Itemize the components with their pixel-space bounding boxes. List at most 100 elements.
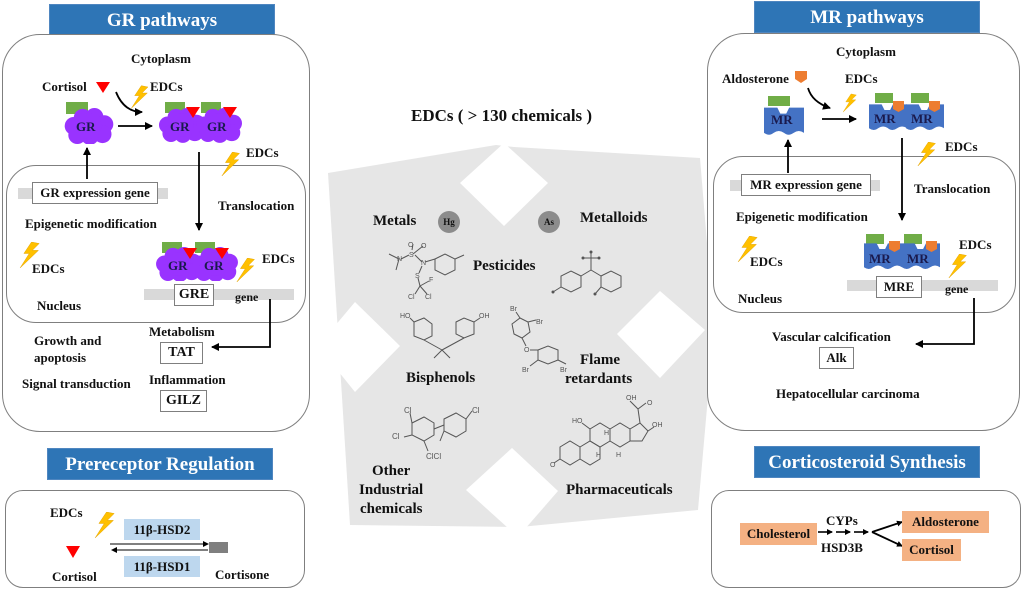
mr-gene-output-arrow — [915, 298, 975, 348]
alk-box: Alk — [819, 347, 854, 369]
tat-box: TAT — [160, 342, 203, 364]
mr-translocation-label: Translocation — [914, 181, 991, 196]
svg-text:H: H — [616, 452, 621, 459]
mr-cytoplasm-label: Cytoplasm — [836, 44, 896, 59]
prereceptor-title: Prereceptor Regulation — [47, 448, 273, 480]
cofactor-icon — [201, 102, 221, 113]
svg-text:OH: OH — [626, 395, 637, 402]
mr-hepatocellular-label: Hepatocellular carcinoma — [776, 386, 920, 401]
gr-epigenetic-label: Epigenetic modification — [25, 216, 157, 231]
aldosterone-pentagon-icon — [893, 101, 904, 112]
edc-bolt-icon — [917, 142, 936, 166]
aldosterone-pentagon-icon — [929, 101, 940, 112]
aldosterone-box: Aldosterone — [902, 511, 989, 533]
gr-translocation-label: Translocation — [218, 198, 295, 213]
hsd2-enzyme-label: 11β-HSD2 — [124, 519, 200, 540]
flame-retardants-label-line2: retardants — [565, 371, 633, 387]
metalloid-pesticide-structure-icon — [551, 250, 622, 296]
svg-text:Br: Br — [536, 319, 544, 326]
gr-cortisol-label: Cortisol — [42, 79, 87, 94]
cofactor-icon — [195, 242, 215, 253]
gr-growth-label-line2: apoptosis — [34, 350, 87, 365]
svg-text:Br: Br — [560, 367, 568, 374]
other-industrial-label-line1: Other — [372, 463, 411, 479]
hsd1-enzyme-label: 11β-HSD1 — [124, 556, 200, 577]
cyps-label: CYPs — [826, 513, 858, 528]
gr-signal-label: Signal transduction — [22, 376, 131, 391]
as-element-icon: As — [538, 211, 560, 233]
gr-gene-label: gene — [235, 290, 259, 304]
mr-label: MR — [911, 111, 933, 126]
svg-text:Cl: Cl — [408, 294, 415, 301]
cholesterol-box: Cholesterol — [740, 523, 817, 545]
white-diamond — [617, 291, 705, 378]
other-industrial-label-line3: chemicals — [360, 501, 423, 517]
gr-edcs-gene-label: EDCs — [262, 251, 295, 266]
svg-text:OH: OH — [479, 313, 490, 320]
aldosterone-pentagon-icon — [889, 241, 900, 252]
gr-metabolism-label: Metabolism — [149, 324, 215, 339]
aldosterone-pentagon-icon — [926, 241, 937, 252]
svg-text:H: H — [604, 430, 609, 437]
svg-text:Cl: Cl — [404, 406, 412, 415]
metals-label: Metals — [373, 213, 417, 229]
edcs-center-title: EDCs ( > 130 chemicals ) — [411, 106, 593, 125]
mre-box: MRE — [876, 276, 922, 298]
mr-edcs-top-label: EDCs — [845, 71, 878, 86]
reverse-conversion-arrow — [111, 547, 208, 553]
mr-label: MR — [874, 111, 896, 126]
svg-text:HO: HO — [400, 313, 411, 320]
white-diamond — [460, 143, 548, 226]
gr-edcs-top-label: EDCs — [150, 79, 183, 94]
cofactor-icon — [162, 242, 182, 253]
aldosterone-binding-arrow — [807, 87, 831, 110]
gr-edcs-nucleus-label: EDCs — [32, 261, 65, 276]
pesticides-label: Pesticides — [473, 258, 536, 274]
translocation-arrow — [195, 152, 203, 231]
svg-text:O: O — [408, 242, 414, 249]
gr-edcs-translocation-label: EDCs — [246, 145, 279, 160]
svg-text:H: H — [596, 452, 601, 459]
svg-text:O: O — [421, 243, 427, 250]
forward-conversion-arrow — [110, 541, 209, 547]
svg-text:O: O — [524, 347, 530, 354]
bisphenols-label: Bisphenols — [406, 370, 476, 386]
gr-label: GR — [207, 119, 227, 134]
svg-text:Cl: Cl — [392, 432, 400, 441]
gr-pathways-title: GR pathways — [49, 4, 275, 36]
mr-vascular-label: Vascular calcification — [772, 329, 891, 344]
corticosteroid-synthesis-title: Corticosteroid Synthesis — [754, 446, 980, 478]
edc-bolt-icon — [842, 93, 857, 113]
mr-edcs-translocation-label: EDCs — [945, 139, 978, 154]
svg-text:Br: Br — [522, 367, 530, 374]
mr-edcs-gene-label: EDCs — [959, 237, 992, 252]
mr-gene-dna-bar — [847, 280, 998, 291]
mr-translocation-arrow — [898, 138, 906, 221]
aldosterone-pentagon-icon — [795, 71, 807, 83]
cofactor-icon — [875, 93, 893, 103]
gr-inflammation-label: Inflammation — [149, 372, 226, 387]
gr-dimerization-arrow — [118, 122, 153, 130]
mr-epigenetic-label: Epigenetic modification — [736, 209, 868, 224]
hg-element-icon: Hg — [438, 211, 460, 233]
svg-text:O: O — [647, 400, 653, 407]
svg-text:OH: OH — [652, 422, 663, 429]
other-industrial-label-line2: Industrial — [359, 482, 424, 498]
cortisol-triangle-icon — [183, 248, 197, 259]
pharmaceuticals-label: Pharmaceuticals — [566, 482, 673, 498]
svg-text:N: N — [397, 256, 402, 263]
gr-expression-gene-box: GR expression gene — [32, 182, 158, 204]
gr-label: GR — [76, 119, 96, 134]
svg-text:S: S — [409, 252, 414, 259]
cofactor-icon — [768, 96, 790, 106]
svg-text:O: O — [550, 462, 556, 469]
prereceptor-cortisol-label: Cortisol — [52, 569, 97, 584]
mr-aldosterone-label: Aldosterone — [722, 71, 789, 86]
cortisol-triangle-icon — [215, 248, 229, 259]
svg-text:ClCl: ClCl — [426, 452, 441, 461]
mr-label: MR — [771, 112, 793, 127]
mr-edcs-nucleus-label: EDCs — [750, 254, 783, 269]
